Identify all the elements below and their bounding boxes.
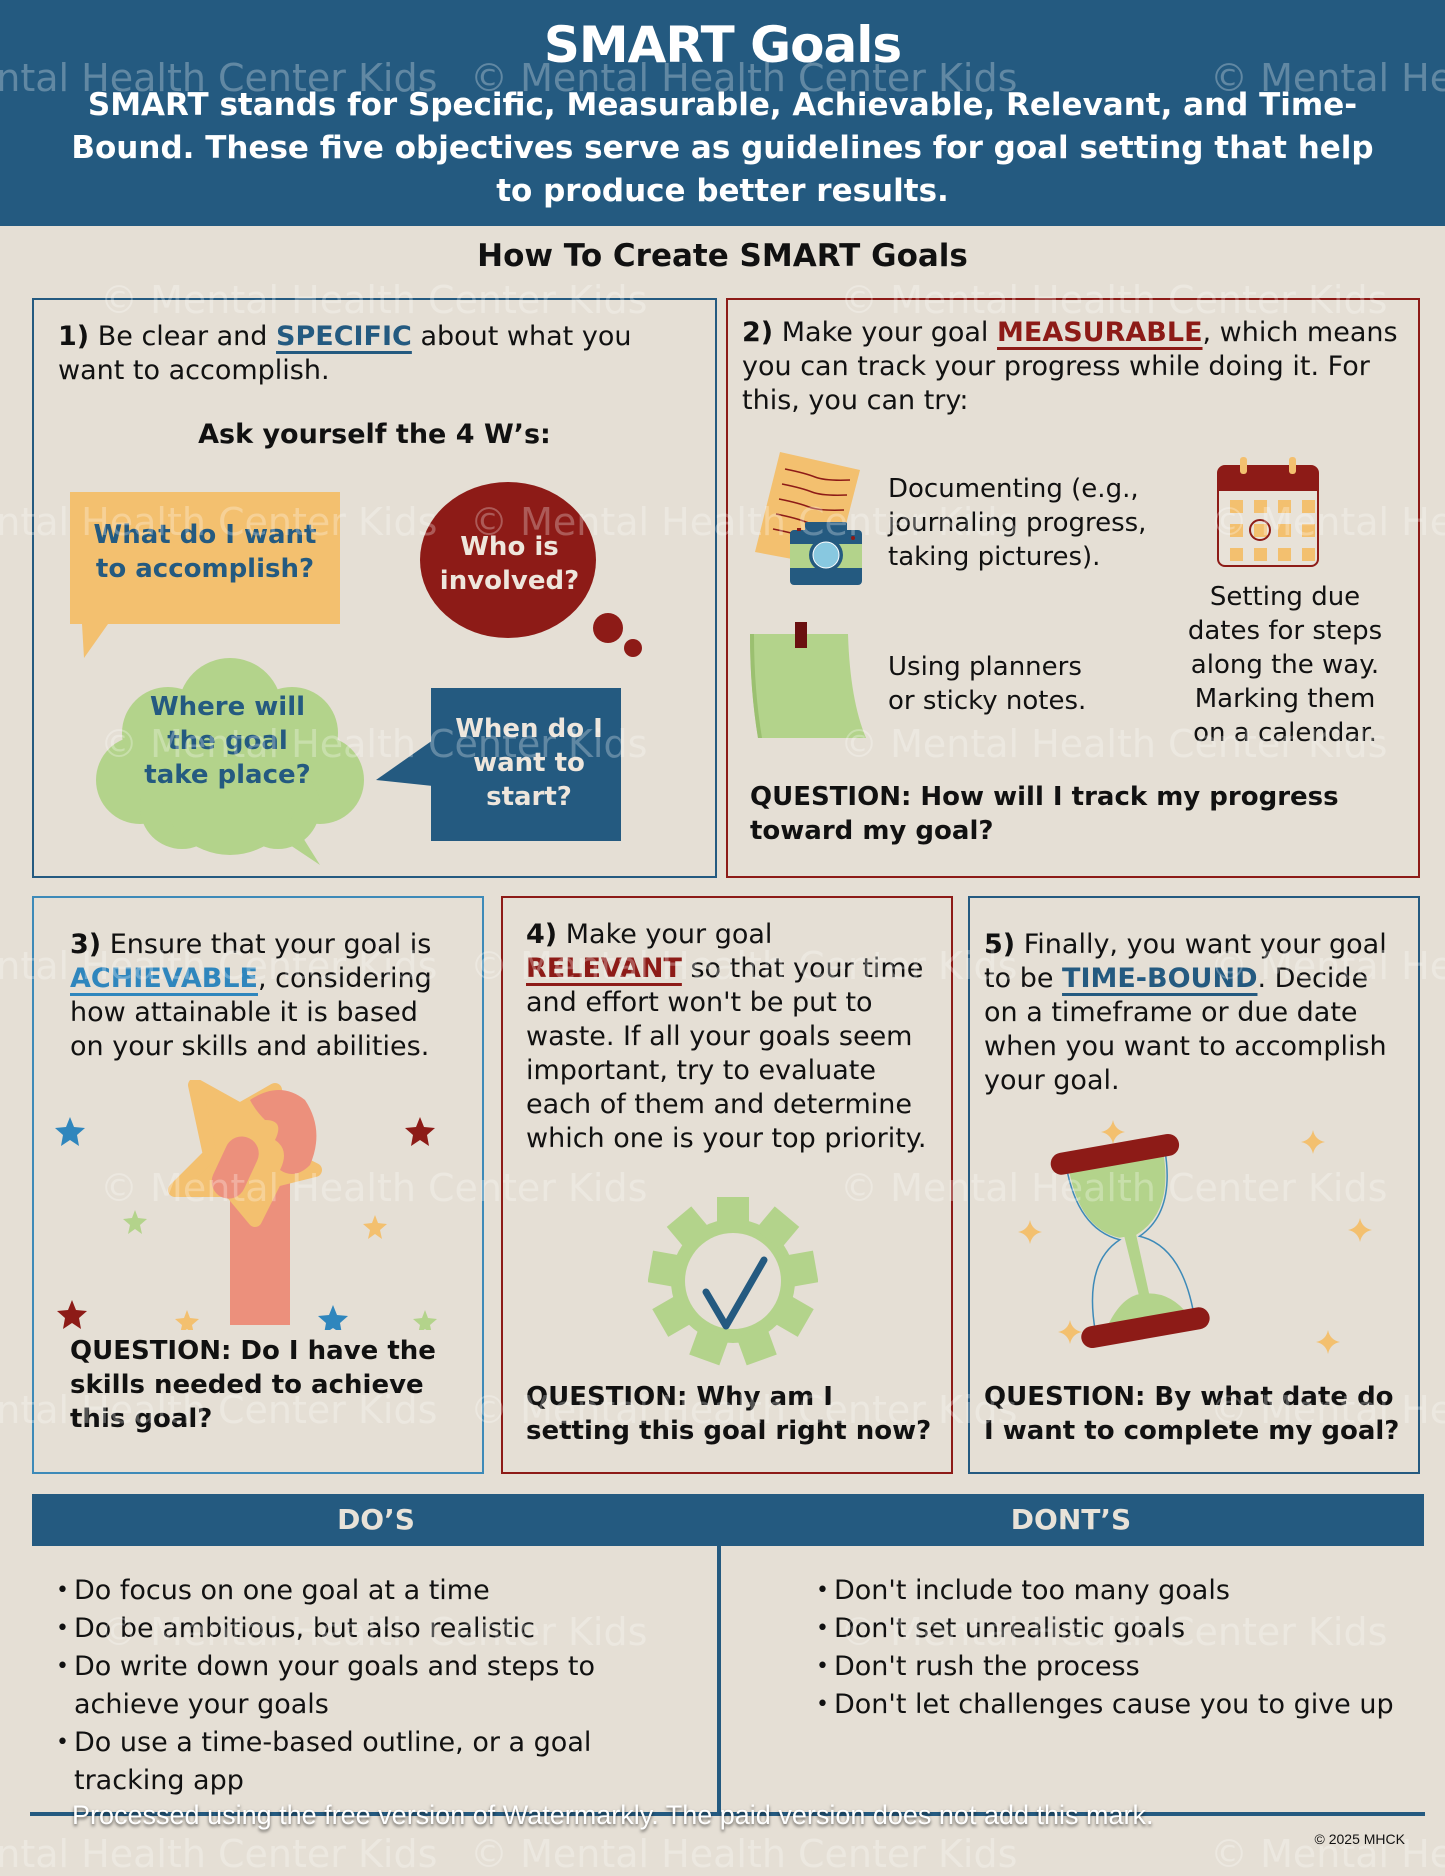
cloud-bubble-green-icon	[96, 658, 364, 865]
question-achievable: QUESTION: Do I have the skills needed to…	[70, 1336, 436, 1434]
sticky-note-icon	[750, 622, 866, 738]
dos-donts-divider	[717, 1546, 721, 1816]
keyword-relevant: RELEVANT	[526, 953, 682, 984]
dos-item: Do focus on one goal at a time	[56, 1572, 656, 1610]
dos-item: Do write down your goals and steps to ac…	[56, 1648, 656, 1724]
card-specific	[32, 298, 717, 878]
dos-list: Do focus on one goal at a time Do be amb…	[56, 1572, 656, 1800]
question-measurable: QUESTION: How will I track my progress t…	[750, 782, 1339, 846]
bubble-where: Where will the goal take place?	[144, 692, 311, 790]
speech-bubble-orange-icon	[70, 492, 340, 658]
bubble-when: When do I want to start?	[455, 714, 603, 812]
hand-holding-star-icon	[55, 1080, 437, 1330]
card-specific-text: 1) Be clear and SPECIFIC about what you …	[58, 321, 632, 386]
card-relevant-text: 4) Make your goal RELEVANT so that your …	[526, 919, 927, 1154]
card-relevant	[501, 896, 953, 1474]
watermark: © Mental Health Center Kids	[0, 1832, 438, 1876]
copyright: © 2025 MHCK	[1314, 1831, 1405, 1847]
donts-item: Don't rush the process	[816, 1648, 1416, 1686]
bottom-divider	[30, 1812, 1425, 1816]
page-title: SMART Goals	[543, 16, 902, 74]
bubble-who: Who is involved?	[439, 532, 580, 596]
keyword-achievable: ACHIEVABLE	[70, 963, 258, 994]
card-time-bound	[968, 896, 1420, 1474]
card-time-bound-text: 5) Finally, you want your goal to be TIM…	[984, 929, 1387, 1096]
speech-bubble-navy-icon	[376, 688, 621, 841]
donts-item: Don't set unrealistic goals	[816, 1610, 1416, 1648]
card-measurable	[726, 298, 1420, 878]
keyword-time-bound: TIME-BOUND	[1062, 963, 1258, 994]
item-due-dates: Setting due dates for steps along the wa…	[1187, 582, 1383, 748]
dos-header: DO’S	[32, 1494, 720, 1546]
dos-item: Do be ambitious, but also realistic	[56, 1610, 656, 1648]
item-planners: Using planners or sticky notes.	[888, 652, 1087, 716]
section-title: How To Create SMART Goals	[477, 238, 968, 274]
dos-item: Do use a time-based outline, or a goal t…	[56, 1724, 656, 1800]
donts-item: Don't include too many goals	[816, 1572, 1416, 1610]
question-time-bound: QUESTION: By what date do I want to comp…	[984, 1382, 1400, 1446]
four-ws-heading: Ask yourself the 4 W’s:	[198, 419, 551, 450]
keyword-measurable: MEASURABLE	[997, 317, 1203, 348]
hourglass-icon	[1018, 1120, 1372, 1354]
keyword-specific: SPECIFIC	[276, 321, 412, 352]
journal-camera-icon	[755, 452, 862, 585]
watermark: © Mental Health Center Kids	[470, 1832, 1018, 1876]
item-documenting: Documenting (e.g., journaling progress, …	[888, 474, 1147, 572]
card-achievable-text: 3) Ensure that your goal is ACHIEVABLE, …	[70, 929, 432, 1062]
card-achievable	[32, 896, 484, 1474]
donts-item: Don't let challenges cause you to give u…	[816, 1686, 1416, 1724]
donts-header: DONT’S	[718, 1494, 1424, 1546]
processing-notice: Processed using the free version of Wate…	[72, 1800, 1154, 1830]
bubble-what: What do I want to accomplish?	[93, 520, 317, 584]
question-relevant: QUESTION: Why am I setting this goal rig…	[526, 1382, 932, 1446]
thought-bubble-red-icon	[420, 482, 642, 657]
donts-list: Don't include too many goals Don't set u…	[816, 1572, 1416, 1724]
page-header: SMART Goals SMART stands for Specific, M…	[0, 0, 1445, 226]
calendar-icon	[1217, 457, 1319, 567]
card-measurable-text: 2) Make your goal MEASURABLE, which mean…	[742, 317, 1398, 416]
intro-text: SMART stands for Specific, Measurable, A…	[71, 87, 1374, 209]
gear-checkmark-icon	[648, 1197, 818, 1366]
